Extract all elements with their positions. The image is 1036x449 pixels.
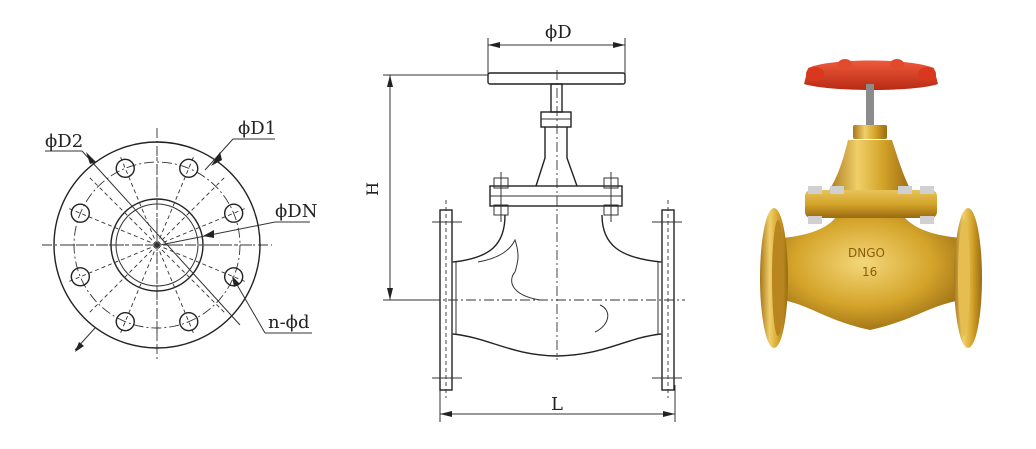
radial-line: [156, 177, 225, 246]
d2-label: ϕD2: [45, 131, 83, 152]
holes-leader: [235, 282, 266, 334]
radial-line: [156, 244, 225, 313]
d2-arrow: [86, 152, 96, 164]
radial-line: [89, 177, 158, 246]
bolt-hole: [115, 158, 135, 179]
radial-line: [156, 244, 194, 333]
photo-stem: [866, 84, 874, 126]
bolt-hole: [223, 203, 244, 223]
dn-leader: [154, 221, 276, 247]
radial-line: [156, 157, 194, 246]
bolt-hole: [179, 158, 199, 179]
photo-bonnet: [828, 140, 912, 192]
photo-bonnet-flange: [805, 190, 937, 218]
d1-arrow: [211, 152, 222, 166]
holes-label: n-ϕd: [268, 312, 309, 333]
d-arrow-right: [613, 42, 625, 48]
photo-bonnet-bolts: [808, 186, 934, 224]
photo-handwheel: [804, 60, 938, 90]
section-bonnet-neck: [535, 127, 578, 187]
radial-lines: [62, 150, 252, 340]
section-stem: [550, 83, 563, 113]
photo-body-mark-top: DNGO: [848, 246, 885, 260]
bolt-holes: [70, 158, 244, 332]
radial-line: [156, 208, 245, 246]
photo-body: [782, 218, 962, 330]
bolt-hole: [70, 203, 91, 223]
photo-gland-nut: [853, 125, 887, 139]
flange-outer-circle: [53, 141, 261, 349]
radial-line: [69, 208, 158, 246]
l-label: L: [551, 394, 563, 415]
d-label: ϕD: [545, 22, 572, 43]
bolt-hole: [70, 267, 91, 287]
d2-leader: [81, 150, 241, 326]
d2-arrow-lower: [75, 342, 84, 352]
bolt-hole: [179, 311, 199, 332]
radial-line: [120, 244, 158, 333]
l-arrow-left: [440, 411, 452, 417]
dn-label: ϕDN: [275, 201, 317, 222]
section-bonnet-bolts: [493, 172, 619, 222]
bore-inner-circle: [115, 203, 199, 287]
h-label: H: [363, 182, 382, 196]
section-handwheel: [487, 72, 626, 85]
d-arrow-left: [488, 42, 500, 48]
bolt-hole: [223, 267, 244, 287]
dn-arrow: [203, 230, 214, 238]
valve-section-view: ϕD H L: [363, 22, 685, 422]
d1-label: ϕD1: [238, 118, 276, 139]
photo-body-mark-bottom: 16: [862, 265, 877, 279]
h-arrow-bottom: [387, 288, 393, 300]
radial-line: [156, 244, 245, 282]
radial-line: [89, 244, 158, 313]
bolt-hole: [115, 311, 135, 332]
bolt-circle: [73, 161, 241, 329]
radial-line: [69, 244, 158, 282]
flange-front-view: ϕD2 ϕD1 ϕDN n-ϕd: [42, 118, 317, 362]
section-body-lower: [452, 333, 662, 357]
h-arrow-top: [387, 75, 393, 87]
section-body-upper: [452, 214, 662, 263]
product-photo: DNGO 16: [760, 59, 982, 348]
radial-line: [120, 157, 158, 246]
holes-arrow: [232, 276, 240, 287]
l-arrow-right: [663, 411, 675, 417]
